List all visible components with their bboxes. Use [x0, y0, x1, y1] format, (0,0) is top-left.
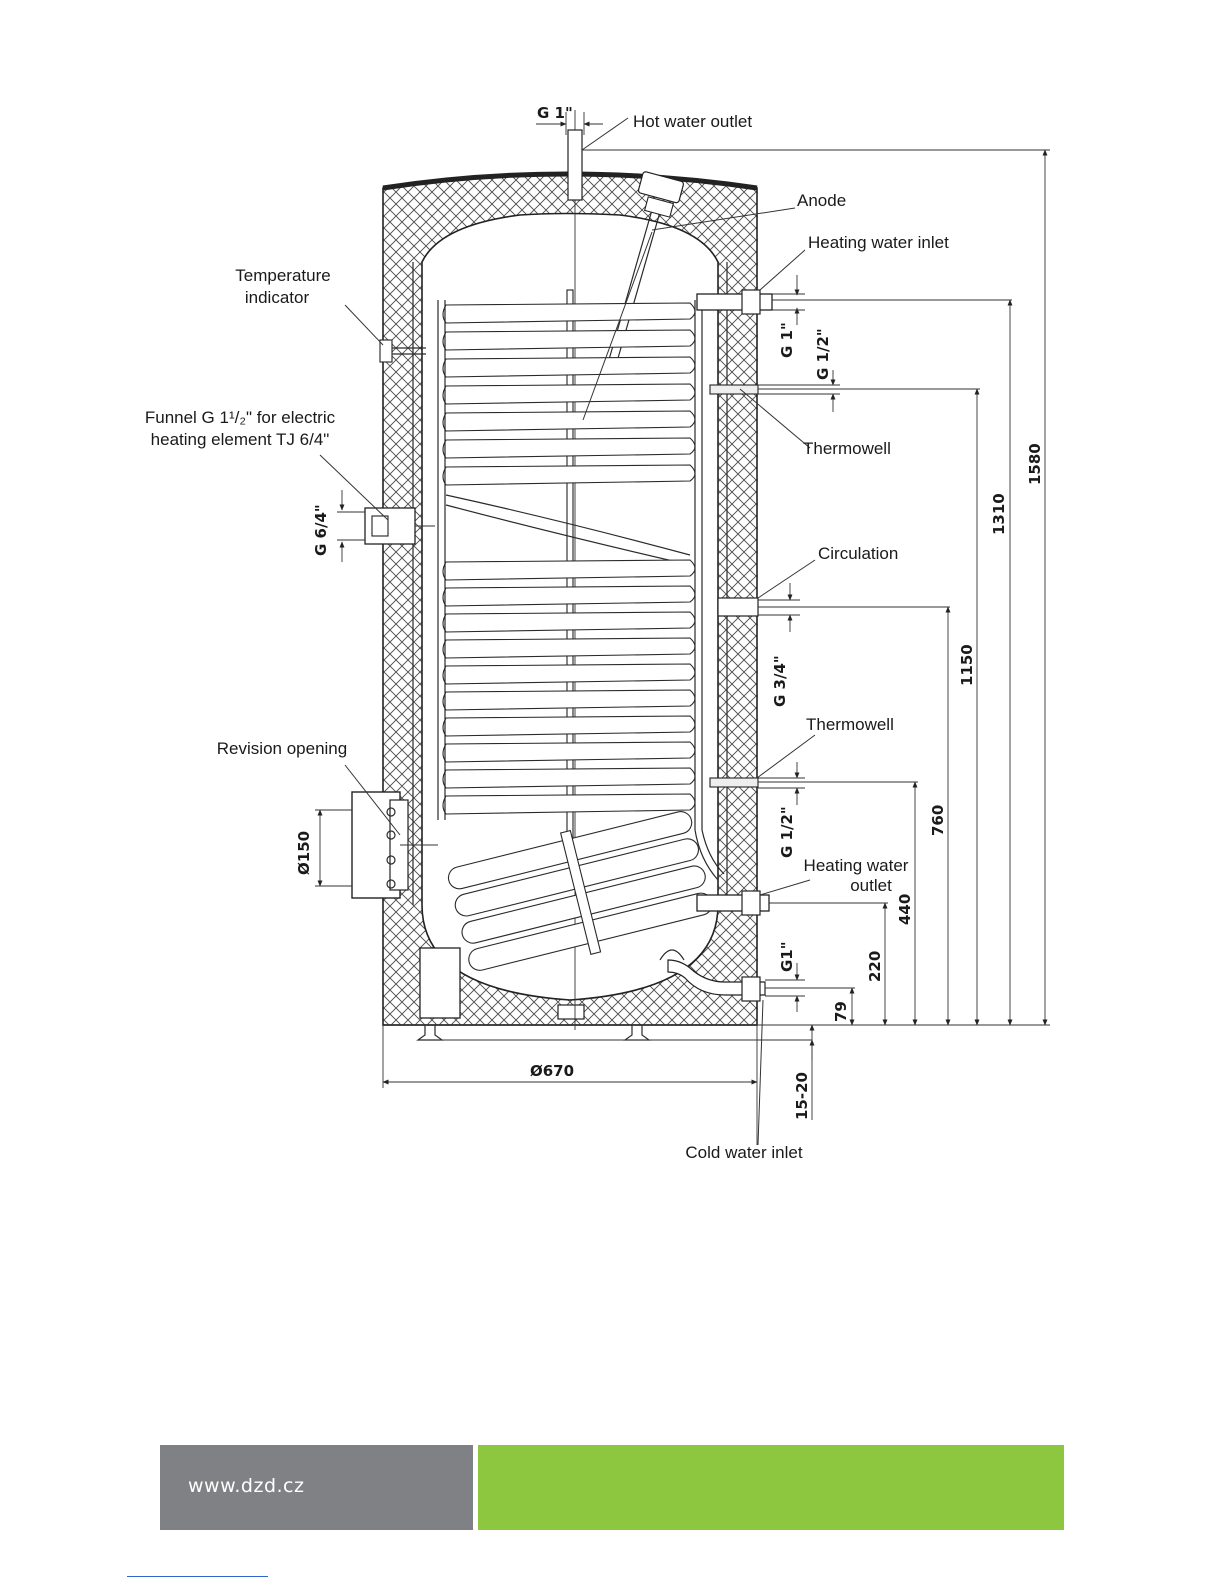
lower-coil-loop	[442, 741, 696, 763]
dim-h-440: 440	[896, 894, 914, 925]
label-heating-water-outlet-1: Heating water	[804, 856, 909, 875]
label-cold-water-inlet: Cold water inlet	[685, 1143, 802, 1162]
upper-coil-loop	[442, 410, 696, 432]
label-anode: Anode	[797, 191, 846, 210]
upper-coil-loop	[442, 356, 696, 378]
height-dimensions	[383, 149, 1050, 1120]
dim-h-760: 760	[929, 805, 947, 836]
label-thermowell-top: Thermowell	[803, 439, 891, 458]
width-dimensions	[315, 112, 758, 1145]
lower-coil	[442, 559, 713, 971]
footer-link-underline	[127, 1576, 268, 1577]
lower-coil-loop	[442, 559, 696, 581]
dim-thermowell-thread-bottom: G 1/2"	[778, 806, 796, 858]
footer-accent-panel	[478, 1445, 1064, 1530]
lower-coil-loop	[442, 611, 696, 633]
label-hot-water-outlet: Hot water outlet	[633, 112, 752, 131]
dim-feet-height: 15-20	[793, 1072, 811, 1120]
upper-coil-loop	[442, 464, 696, 486]
lower-coil-loop	[442, 663, 696, 685]
label-circulation: Circulation	[818, 544, 898, 563]
lower-coil-loop	[442, 793, 696, 815]
lower-coil-loop	[442, 689, 696, 711]
lower-coil-loop	[442, 715, 696, 737]
bottom-coil-bundle	[447, 811, 713, 971]
upper-coil	[442, 302, 696, 566]
upper-coil-loop	[442, 383, 696, 405]
label-funnel-1: Funnel G 1¹/₂" for electric	[145, 408, 336, 427]
dim-circulation-thread: G 3/4"	[771, 655, 789, 707]
footer-url[interactable]: www.dzd.cz	[188, 1475, 305, 1497]
label-thermowell-bottom: Thermowell	[806, 715, 894, 734]
dim-top-connection: G 1"	[537, 104, 573, 122]
dim-funnel-thread: G 6/4"	[312, 504, 330, 556]
leader-lines	[319, 117, 816, 1146]
right-connections	[659, 289, 773, 1002]
coil-transition	[445, 494, 691, 566]
dim-thermowell-thread-top: G 1/2"	[814, 328, 832, 380]
upper-coil-loop	[442, 437, 696, 459]
upper-coil-loop	[442, 302, 696, 324]
lower-coil-loop	[442, 767, 696, 789]
component-labels: Hot water outlet Anode Heating water inl…	[145, 112, 949, 1162]
label-heating-water-inlet: Heating water inlet	[808, 233, 949, 252]
dim-h-1580: 1580	[1026, 443, 1044, 485]
label-temperature-indicator-1: Temperature	[235, 266, 330, 285]
dim-h-1310: 1310	[990, 493, 1008, 535]
upper-coil-loop	[442, 329, 696, 351]
bottom-coil-clamp	[559, 829, 602, 955]
left-connections	[351, 339, 438, 899]
dim-h-220: 220	[866, 951, 884, 982]
lower-coil-loop	[442, 637, 696, 659]
label-revision-opening: Revision opening	[217, 739, 347, 758]
footer-url-panel: www.dzd.cz	[160, 1445, 473, 1530]
dim-revision-diameter: Ø150	[295, 831, 313, 875]
label-heating-water-outlet-2: outlet	[850, 876, 892, 895]
water-heater-diagram: Hot water outlet Anode Heating water inl…	[145, 104, 1050, 1162]
dim-h-79: 79	[832, 1001, 850, 1022]
label-funnel-2: heating element TJ 6/4"	[151, 430, 330, 449]
lower-coil-loop	[442, 585, 696, 607]
dim-h-1150: 1150	[958, 644, 976, 686]
dim-cold-inlet-thread: G1"	[778, 941, 796, 972]
dim-tank-diameter: Ø670	[530, 1062, 574, 1080]
dim-heating-inlet-thread: G 1"	[778, 322, 796, 358]
label-temperature-indicator-2: indicator	[245, 288, 310, 307]
dimension-labels: G 1" G 1" G 1/2" G 6/4" G 3/4" G 1/2" G1…	[295, 104, 1044, 1120]
